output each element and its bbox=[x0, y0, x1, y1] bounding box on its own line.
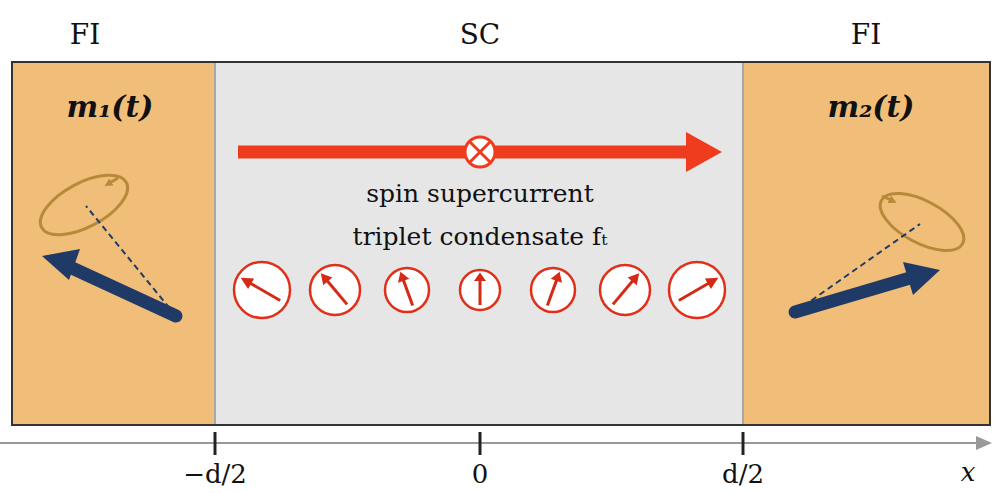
axis-tick-label: −d/2 bbox=[183, 459, 247, 489]
axis-name: x bbox=[961, 457, 976, 487]
region-heading: FI bbox=[851, 18, 882, 51]
magnetization-label: m₂(t) bbox=[827, 89, 914, 124]
axis-tick-label: 0 bbox=[472, 459, 489, 489]
ferromagnetic-insulator-region: FIm₁(t) bbox=[12, 62, 215, 425]
condensate-label: triplet condensate fₜ bbox=[353, 222, 608, 251]
axis-tick-label: d/2 bbox=[722, 459, 764, 489]
region-heading: FI bbox=[70, 18, 101, 51]
current-label: spin supercurrent bbox=[366, 179, 594, 208]
superconductor-region: SCspin supercurrenttriplet condensate fₜ bbox=[215, 62, 743, 425]
ferromagnetic-insulator-region: FIm₂(t) bbox=[743, 62, 990, 425]
region-heading: SC bbox=[460, 18, 501, 51]
magnetization-label: m₁(t) bbox=[66, 89, 153, 124]
